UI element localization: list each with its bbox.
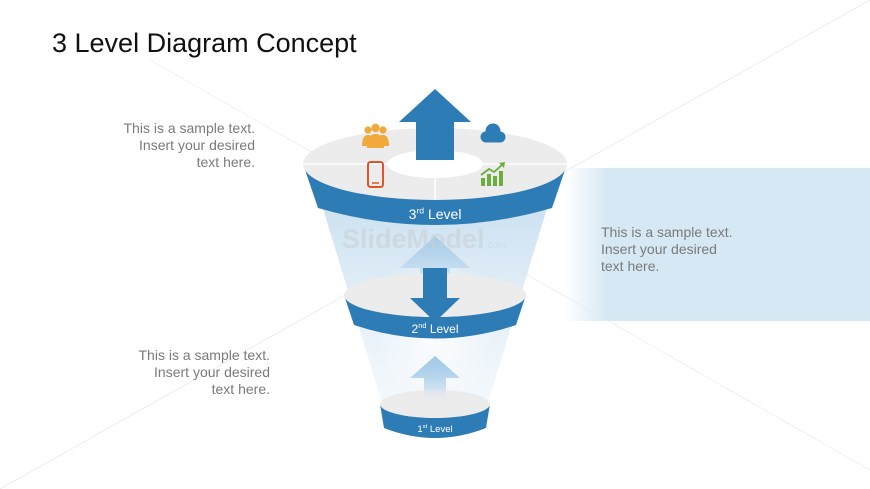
level3-up-arrow [399, 89, 471, 160]
level2-down-arrow [410, 268, 460, 322]
smartphone-icon [367, 161, 384, 188]
watermark: SlideModel.com [342, 224, 507, 254]
cloud-icon [480, 123, 506, 143]
level1-label: 1st Level [417, 423, 453, 435]
level3-inner-ring [387, 150, 483, 178]
callout-box [565, 168, 870, 321]
note-bottom-left: This is a sample text. Insert your desir… [138, 347, 271, 397]
level3-label: 3rd Level [408, 205, 462, 222]
note-right: This is a sample text. Insert your desir… [601, 224, 733, 274]
people-group-icon [362, 123, 389, 148]
note-top-left: This is a sample text. Insert your desir… [123, 120, 256, 170]
level1-arrow-ghost [410, 356, 460, 402]
level2-label: 2nd Level [411, 321, 459, 336]
level1-disc [380, 390, 490, 418]
growth-chart-icon [480, 162, 505, 186]
page-title: 3 Level Diagram Concept [52, 28, 357, 58]
